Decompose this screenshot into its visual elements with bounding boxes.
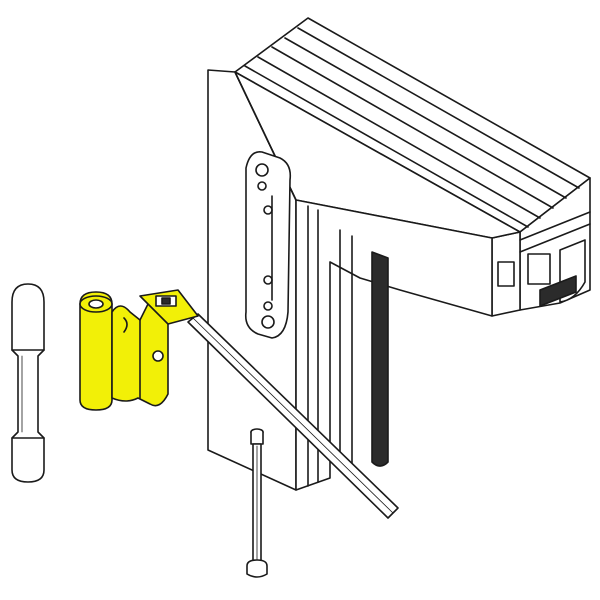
mounting-plate: [244, 151, 292, 339]
hinge-leaf: [79, 289, 199, 411]
hinge-cap: [11, 283, 45, 483]
hinge-pin: [246, 428, 268, 578]
rubber-gasket: [371, 251, 389, 467]
